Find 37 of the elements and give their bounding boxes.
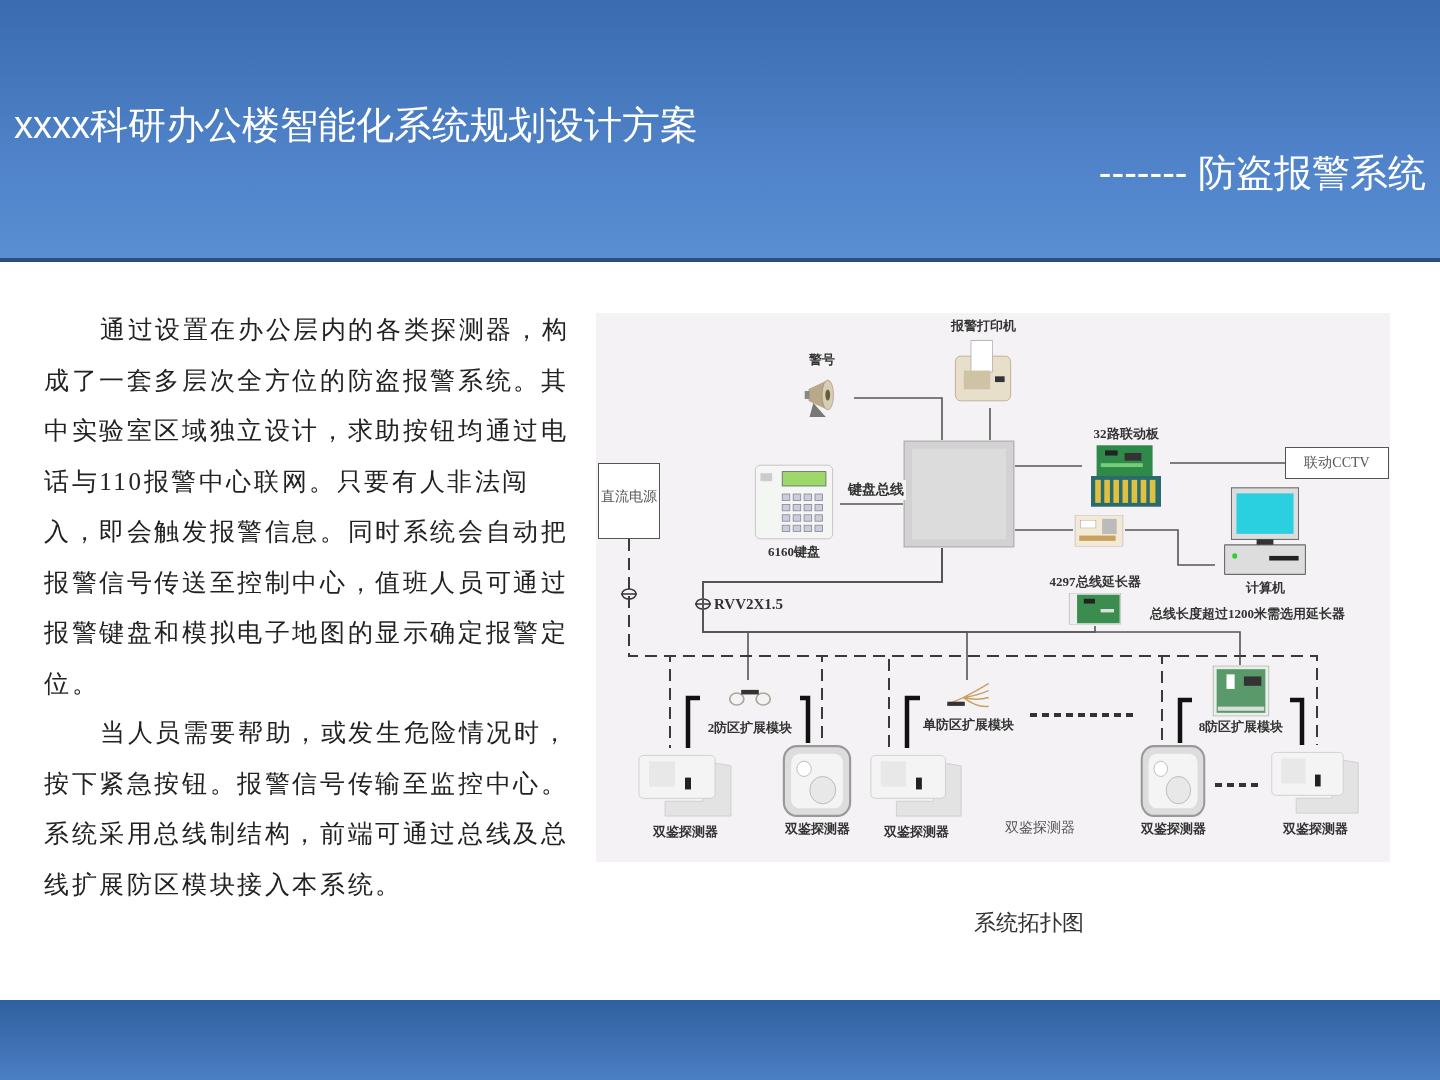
power-supply-box: 直流电源	[598, 463, 660, 539]
device-label: 单防区扩展模块	[921, 716, 1015, 734]
device-label: 8防区扩展模块	[1197, 718, 1285, 736]
device-label: 双鉴探测器	[1281, 820, 1349, 838]
device-label: 4297总线延长器	[1048, 573, 1142, 591]
device-label: 6160键盘	[767, 543, 821, 561]
connector-line	[839, 503, 904, 505]
subtitle: ------- 防盗报警系统	[1098, 151, 1426, 196]
cable-label: RVV2X1.5	[714, 595, 784, 614]
connector-line	[1290, 697, 1305, 745]
connector-line	[1014, 529, 1074, 531]
connector-line	[989, 407, 991, 441]
connector-line	[904, 695, 920, 748]
device-label: 警号	[808, 351, 836, 369]
note-text: 总线长度超过1200米需选用延长器	[1150, 605, 1345, 623]
device-label: 双鉴探测器	[1005, 819, 1075, 837]
connector-line	[1014, 465, 1083, 467]
connector-line	[800, 695, 811, 743]
device-label: 计算机	[1244, 579, 1286, 597]
linkage-box: 联动CCTV	[1285, 447, 1389, 479]
connector-line	[853, 397, 943, 441]
device-label: 双鉴探测器	[651, 823, 719, 841]
device-label: 双鉴探测器	[783, 820, 851, 838]
connector-line	[1124, 529, 1216, 566]
caption: 系统拓扑图	[974, 909, 1084, 937]
edge-label: 键盘总线	[846, 480, 906, 500]
device-label: 32路联动板	[1092, 425, 1160, 443]
paragraph: 当人员需要帮助，或发生危险情况时，按下紧急按钮。报警信号传输至监控中心。系统采用总线制结构，前端可通过总线及总线扩展防区模块接入本系统。	[44, 718, 571, 900]
device-label: 报警打印机	[949, 317, 1017, 335]
connector-line	[1177, 697, 1192, 743]
connector-line	[1169, 462, 1286, 464]
connector-line	[685, 695, 700, 748]
title: xxxx科研办公楼智能化系统规划设计方案	[14, 103, 698, 148]
paragraph: 通过设置在办公层内的各类探测器，构成了一套多层次全方位的防盗报警系统。其中实验室区域独立设计，求助按钮均通过电话与110报警中心联网。只要有人非法闯入，即会触发报警信息。同时系统会自动把报警信号传送至控制中心，值班人员可通过报警键盘和模拟电子地图的显示确定报警定位。	[44, 315, 571, 699]
device-label: 双鉴探测器	[1139, 820, 1207, 838]
device-label: 2防区扩展模块	[706, 719, 794, 737]
device-label: 双鉴探测器	[882, 823, 950, 841]
